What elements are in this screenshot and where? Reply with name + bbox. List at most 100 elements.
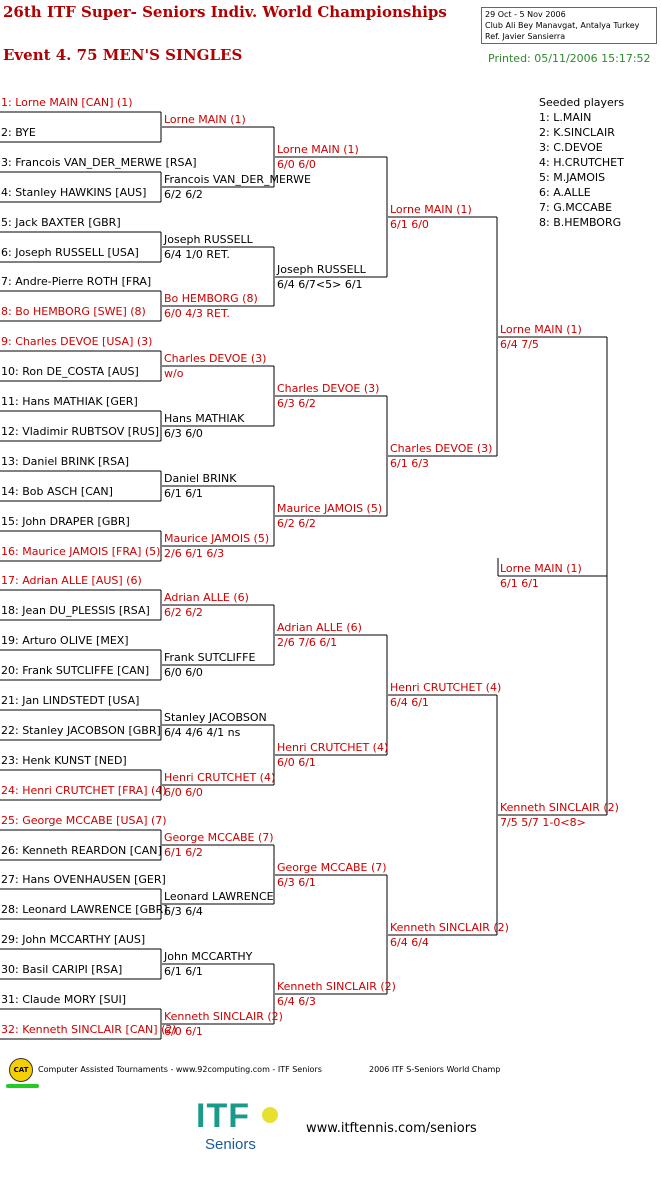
r2-winner: Kenneth SINCLAIR (2) — [164, 1010, 283, 1023]
r2-score: 6/2 6/2 — [164, 606, 203, 619]
tournament-venue: Club Ali Bey Manavgat, Antalya Turkey — [485, 21, 640, 30]
r3-winner: Charles DEVOE (3) — [277, 382, 380, 395]
r3-score: 6/4 6/7<5> 6/1 — [277, 278, 363, 291]
r1-player: 11: Hans MATHIAK [GER] — [1, 395, 138, 408]
itf-logo-sub: Seniors — [205, 1136, 256, 1153]
r3-winner: Lorne MAIN (1) — [277, 143, 359, 156]
r2-winner: Daniel BRINK — [164, 472, 237, 485]
r2-winner: Charles DEVOE (3) — [164, 352, 267, 365]
r2-score: 6/3 6/0 — [164, 427, 203, 440]
r2-winner: Francois VAN_DER_MERWE — [164, 173, 311, 186]
r2-winner: Stanley JACOBSON — [164, 711, 267, 724]
r3-score: 6/4 6/3 — [277, 995, 316, 1008]
r2-winner: Hans MATHIAK — [164, 412, 245, 425]
seed-entry: 7: G.MCCABE — [539, 201, 613, 214]
r2-score: 6/1 6/1 — [164, 965, 203, 978]
r2-winner: Joseph RUSSELL — [164, 233, 253, 246]
r4-winner: Henri CRUTCHET (4) — [390, 681, 502, 694]
r2-score: 6/1 6/2 — [164, 846, 203, 859]
r1-player: 15: John DRAPER [GBR] — [1, 515, 130, 528]
r3-winner: Kenneth SINCLAIR (2) — [277, 980, 396, 993]
r5-winner: Lorne MAIN (1) — [500, 323, 582, 336]
r1-player: 6: Joseph RUSSELL [USA] — [1, 246, 139, 259]
r3-score: 6/3 6/1 — [277, 876, 316, 889]
r5-score: 7/5 5/7 1-0<8> — [500, 816, 586, 829]
r3-winner: George MCCABE (7) — [277, 861, 387, 874]
r3-winner: Henri CRUTCHET (4) — [277, 741, 389, 754]
r2-winner: Lorne MAIN (1) — [164, 113, 246, 126]
r1-player: 30: Basil CARIPI [RSA] — [1, 963, 123, 976]
r4-winner: Lorne MAIN (1) — [390, 203, 472, 216]
r2-score: 6/0 6/0 — [164, 666, 203, 679]
r2-winner: John MCCARTHY — [164, 950, 253, 963]
r1-player: 22: Stanley JACOBSON [GBR] — [1, 724, 161, 737]
r2-score: 6/4 1/0 RET. — [164, 248, 230, 261]
r4-score: 6/4 6/1 — [390, 696, 429, 709]
tournament-dates: 29 Oct - 5 Nov 2006 — [485, 10, 566, 19]
r1-player: 20: Frank SUTCLIFFE [CAN] — [1, 664, 150, 677]
r1-player: 29: John MCCARTHY [AUS] — [1, 933, 146, 946]
r2-score: 6/1 6/1 — [164, 487, 203, 500]
r1-player: 12: Vladimir RUBTSOV [RUS] — [1, 425, 160, 438]
r1-player: 13: Daniel BRINK [RSA] — [1, 455, 130, 468]
event-title: Event 4. 75 MEN'S SINGLES — [3, 46, 243, 64]
r2-score: 6/0 6/0 — [164, 786, 203, 799]
r1-player: 23: Henk KUNST [NED] — [1, 754, 127, 767]
r3-score: 6/0 6/1 — [277, 756, 316, 769]
software-credit: Computer Assisted Tournaments - www.92co… — [38, 1065, 322, 1074]
r1-player: 27: Hans OVENHAUSEN [GER] — [1, 873, 166, 886]
itf-url[interactable]: www.itftennis.com/seniors — [306, 1121, 477, 1136]
r3-score: 2/6 7/6 6/1 — [277, 636, 338, 649]
r3-winner: Joseph RUSSELL — [277, 263, 366, 276]
r2-score: 2/6 6/1 6/3 — [164, 547, 225, 560]
champion-name: Lorne MAIN (1) — [500, 562, 582, 575]
r1-player: 1: Lorne MAIN [CAN] (1) — [1, 96, 133, 109]
r4-score: 6/1 6/0 — [390, 218, 429, 231]
r5-winner: Kenneth SINCLAIR (2) — [500, 801, 619, 814]
event-short-name: 2006 ITF S-Seniors World Champ — [369, 1065, 501, 1074]
r1-player: 5: Jack BAXTER [GBR] — [1, 216, 121, 229]
r4-winner: Charles DEVOE (3) — [390, 442, 493, 455]
r5-score: 6/4 7/5 — [500, 338, 539, 351]
seed-entry: 4: H.CRUTCHET — [539, 156, 624, 169]
r1-player: 28: Leonard LAWRENCE [GBR] — [1, 903, 168, 916]
r2-score: 6/0 4/3 RET. — [164, 307, 230, 320]
r1-player: 19: Arturo OLIVE [MEX] — [1, 634, 129, 647]
r3-score: 6/2 6/2 — [277, 517, 316, 530]
seed-entry: 1: L.MAIN — [539, 111, 592, 124]
seed-entry: 2: K.SINCLAIR — [539, 126, 615, 139]
tennis-ball-icon — [262, 1107, 278, 1123]
r4-score: 6/4 6/4 — [390, 936, 429, 949]
r2-winner: George MCCABE (7) — [164, 831, 274, 844]
r4-winner: Kenneth SINCLAIR (2) — [390, 921, 509, 934]
seed-entry: 6: A.ALLE — [539, 186, 591, 199]
r1-player: 10: Ron DE_COSTA [AUS] — [1, 365, 139, 378]
r1-player: 3: Francois VAN_DER_MERWE [RSA] — [1, 156, 197, 169]
r1-player: 7: Andre-Pierre ROTH [FRA] — [1, 275, 152, 288]
final-score: 6/1 6/1 — [500, 577, 539, 590]
r1-player: 9: Charles DEVOE [USA] (3) — [1, 335, 153, 348]
seed-entry: 5: M.JAMOIS — [539, 171, 606, 184]
r2-winner: Frank SUTCLIFFE — [164, 651, 256, 664]
itf-logo-text: ITF — [196, 1097, 250, 1135]
r1-player: 8: Bo HEMBORG [SWE] (8) — [1, 305, 146, 318]
r1-player: 24: Henri CRUTCHET [FRA] (4) — [1, 784, 167, 797]
itf-logo: ITF Seniors — [196, 1098, 286, 1158]
r3-winner: Maurice JAMOIS (5) — [277, 502, 383, 515]
seed-entry: 3: C.DEVOE — [539, 141, 603, 154]
r1-player: 4: Stanley HAWKINS [AUS] — [1, 186, 147, 199]
r1-player: 21: Jan LINDSTEDT [USA] — [1, 694, 140, 707]
r2-score: 6/2 6/2 — [164, 188, 203, 201]
tournament-referee: Ref. Javier Sansierra — [485, 32, 566, 41]
cat-logo-text: CAT — [13, 1066, 29, 1074]
r1-player: 18: Jean DU_PLESSIS [RSA] — [1, 604, 150, 617]
r1-player: 31: Claude MORY [SUI] — [1, 993, 127, 1006]
r3-winner: Adrian ALLE (6) — [277, 621, 362, 634]
r1-player: 16: Maurice JAMOIS [FRA] (5) — [1, 545, 161, 558]
r2-score: 6/4 4/6 4/1 ns — [164, 726, 241, 739]
r2-winner: Bo HEMBORG (8) — [164, 292, 258, 305]
cat-logo-underline — [6, 1084, 39, 1088]
r2-winner: Leonard LAWRENCE — [164, 890, 274, 903]
r1-player: 26: Kenneth REARDON [CAN] — [1, 844, 162, 857]
